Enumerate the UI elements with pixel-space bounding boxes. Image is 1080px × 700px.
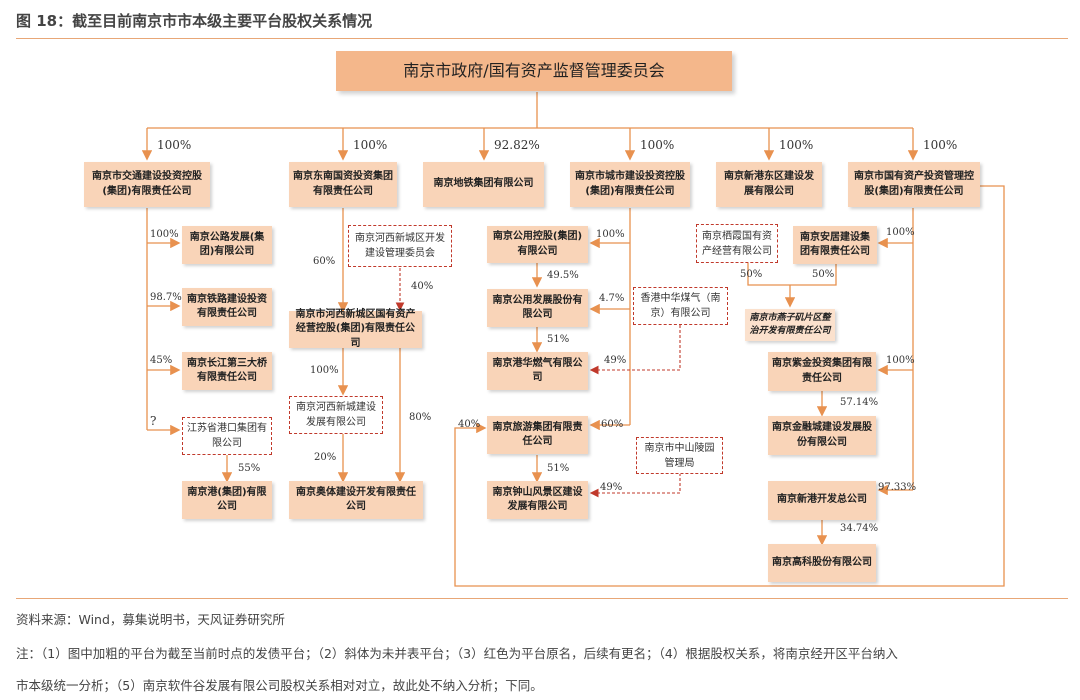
pct-label: 100% xyxy=(923,138,958,152)
pct-label: 80% xyxy=(409,412,432,423)
node-gaoke-gufen: 南京高科股份有限公司 xyxy=(768,544,876,582)
pct-label: 100% xyxy=(886,227,915,238)
pct-label: 57.14% xyxy=(840,397,879,408)
pct-label: 100% xyxy=(310,365,339,376)
pct-label: 40% xyxy=(411,281,434,292)
root-node: 南京市政府/国有资产监督管理委员会 xyxy=(336,51,732,91)
node-gonglu-fazhan: 南京公路发展(集团)有限公司 xyxy=(182,226,272,264)
pct-label: 4.7% xyxy=(599,293,625,304)
node-zijin-touzi: 南京紫金投资集团有限责任公司 xyxy=(768,352,876,391)
pct-label: 60% xyxy=(313,256,336,267)
source-note: 资料来源：Wind，募集说明书，天风证券研究所 xyxy=(16,612,285,627)
pct-label: 34.74% xyxy=(840,523,879,534)
node-xingang-kaifa: 南京新港开发总公司 xyxy=(768,481,876,520)
note-line-1: 注：（1）图中加粗的平台为截至当前时点的发债平台；（2）斜体为未并表平台；（3）… xyxy=(16,646,898,661)
node-zhongshanling: 南京市中山陵园管理局 xyxy=(636,437,723,474)
node-hexi-jianshe: 南京河西新城建设发展有限公司 xyxy=(289,396,383,434)
pct-label: 50% xyxy=(812,269,835,280)
pct-label: 49% xyxy=(600,482,623,493)
node-chengshi-jianshe: 南京市城市建设投资控股(集团)有限责任公司 xyxy=(570,162,690,207)
pct-label: 100% xyxy=(157,138,192,152)
node-hexi-guozi: 南京市河西新城区国有资产经营控股(集团)有限责任公司 xyxy=(289,309,422,349)
pct-label: 20% xyxy=(314,452,337,463)
pct-label: 51% xyxy=(547,334,570,345)
node-yanziji-zhengzhi: 南京市燕子矶片区整治开发有限责任公司 xyxy=(745,309,835,341)
pct-label: 100% xyxy=(779,138,814,152)
pct-label: 92.82% xyxy=(494,138,540,152)
node-guozi-guanli: 南京市国有资产投资管理控股(集团)有限责任公司 xyxy=(848,162,980,207)
pct-label: 50% xyxy=(740,269,763,280)
node-jiangsu-gangkou: 江苏省港口集团有限公司 xyxy=(182,417,272,455)
pct-label: 100% xyxy=(596,229,625,240)
pct-label: 45% xyxy=(150,355,173,366)
pct-label: 51% xyxy=(547,463,570,474)
node-xingang-dongqu: 南京新港东区建设发展有限公司 xyxy=(716,162,822,207)
node-ditie-jituan: 南京地铁集团有限公司 xyxy=(423,162,544,207)
pct-label: 55% xyxy=(238,463,261,474)
node-zhongshan-fengjingqu: 南京钟山风景区建设发展有限公司 xyxy=(487,481,588,519)
pct-label: 60% xyxy=(601,419,624,430)
pct-label: 49% xyxy=(604,355,627,366)
node-jiaotong-jianshe: 南京市交通建设投资控股(集团)有限责任公司 xyxy=(84,162,210,207)
pct-label: ? xyxy=(150,414,157,428)
node-dongnan-guozi: 南京东南国资投资集团有限责任公司 xyxy=(289,162,397,207)
pct-label: 100% xyxy=(886,355,915,366)
node-ganghua-ranqi: 南京港华燃气有限公司 xyxy=(487,352,588,390)
node-hexi-guanwei: 南京河西新城区开发建设管理委员会 xyxy=(348,225,452,267)
pct-label: 98.7% xyxy=(150,292,182,303)
node-gongyong-konggu: 南京公用控股(集团)有限公司 xyxy=(487,226,588,263)
title-rule xyxy=(16,38,1068,39)
pct-label: 100% xyxy=(150,229,179,240)
node-qixia-guozi: 南京栖霞国有资产经营有限公司 xyxy=(696,224,778,263)
node-gongyong-fazhan: 南京公用发展股份有限公司 xyxy=(487,289,588,327)
footer-rule xyxy=(16,598,1068,599)
figure-title: 图 18：截至目前南京市市本级主要平台股权关系情况 xyxy=(16,12,373,30)
node-changjiang-daqiao: 南京长江第三大桥有限责任公司 xyxy=(182,352,272,390)
pct-label: 40% xyxy=(458,419,481,430)
note-line-2: 市本级统一分析；（5）南京软件谷发展有限公司股权关系相对对立，故此处不纳入分析；… xyxy=(16,678,543,693)
node-jinrongcheng: 南京金融城建设发展股份有限公司 xyxy=(768,416,876,455)
pct-label: 100% xyxy=(353,138,388,152)
pct-label: 100% xyxy=(640,138,675,152)
node-anju-jianshe: 南京安居建设集团有限责任公司 xyxy=(793,226,877,264)
node-aoti-jianshe: 南京奥体建设开发有限责任公司 xyxy=(289,481,423,519)
pct-label: 97.33% xyxy=(878,482,917,493)
node-xianggang-meiqi: 香港中华煤气（南京）有限公司 xyxy=(633,287,728,325)
node-lvyou-jituan: 南京旅游集团有限责任公司 xyxy=(487,416,588,454)
node-tielu-jianshe: 南京铁路建设投资有限责任公司 xyxy=(182,288,272,326)
node-nanjinggang: 南京港(集团)有限公司 xyxy=(182,481,272,519)
connector-lines xyxy=(141,92,1005,587)
pct-label: 49.5% xyxy=(547,270,579,281)
